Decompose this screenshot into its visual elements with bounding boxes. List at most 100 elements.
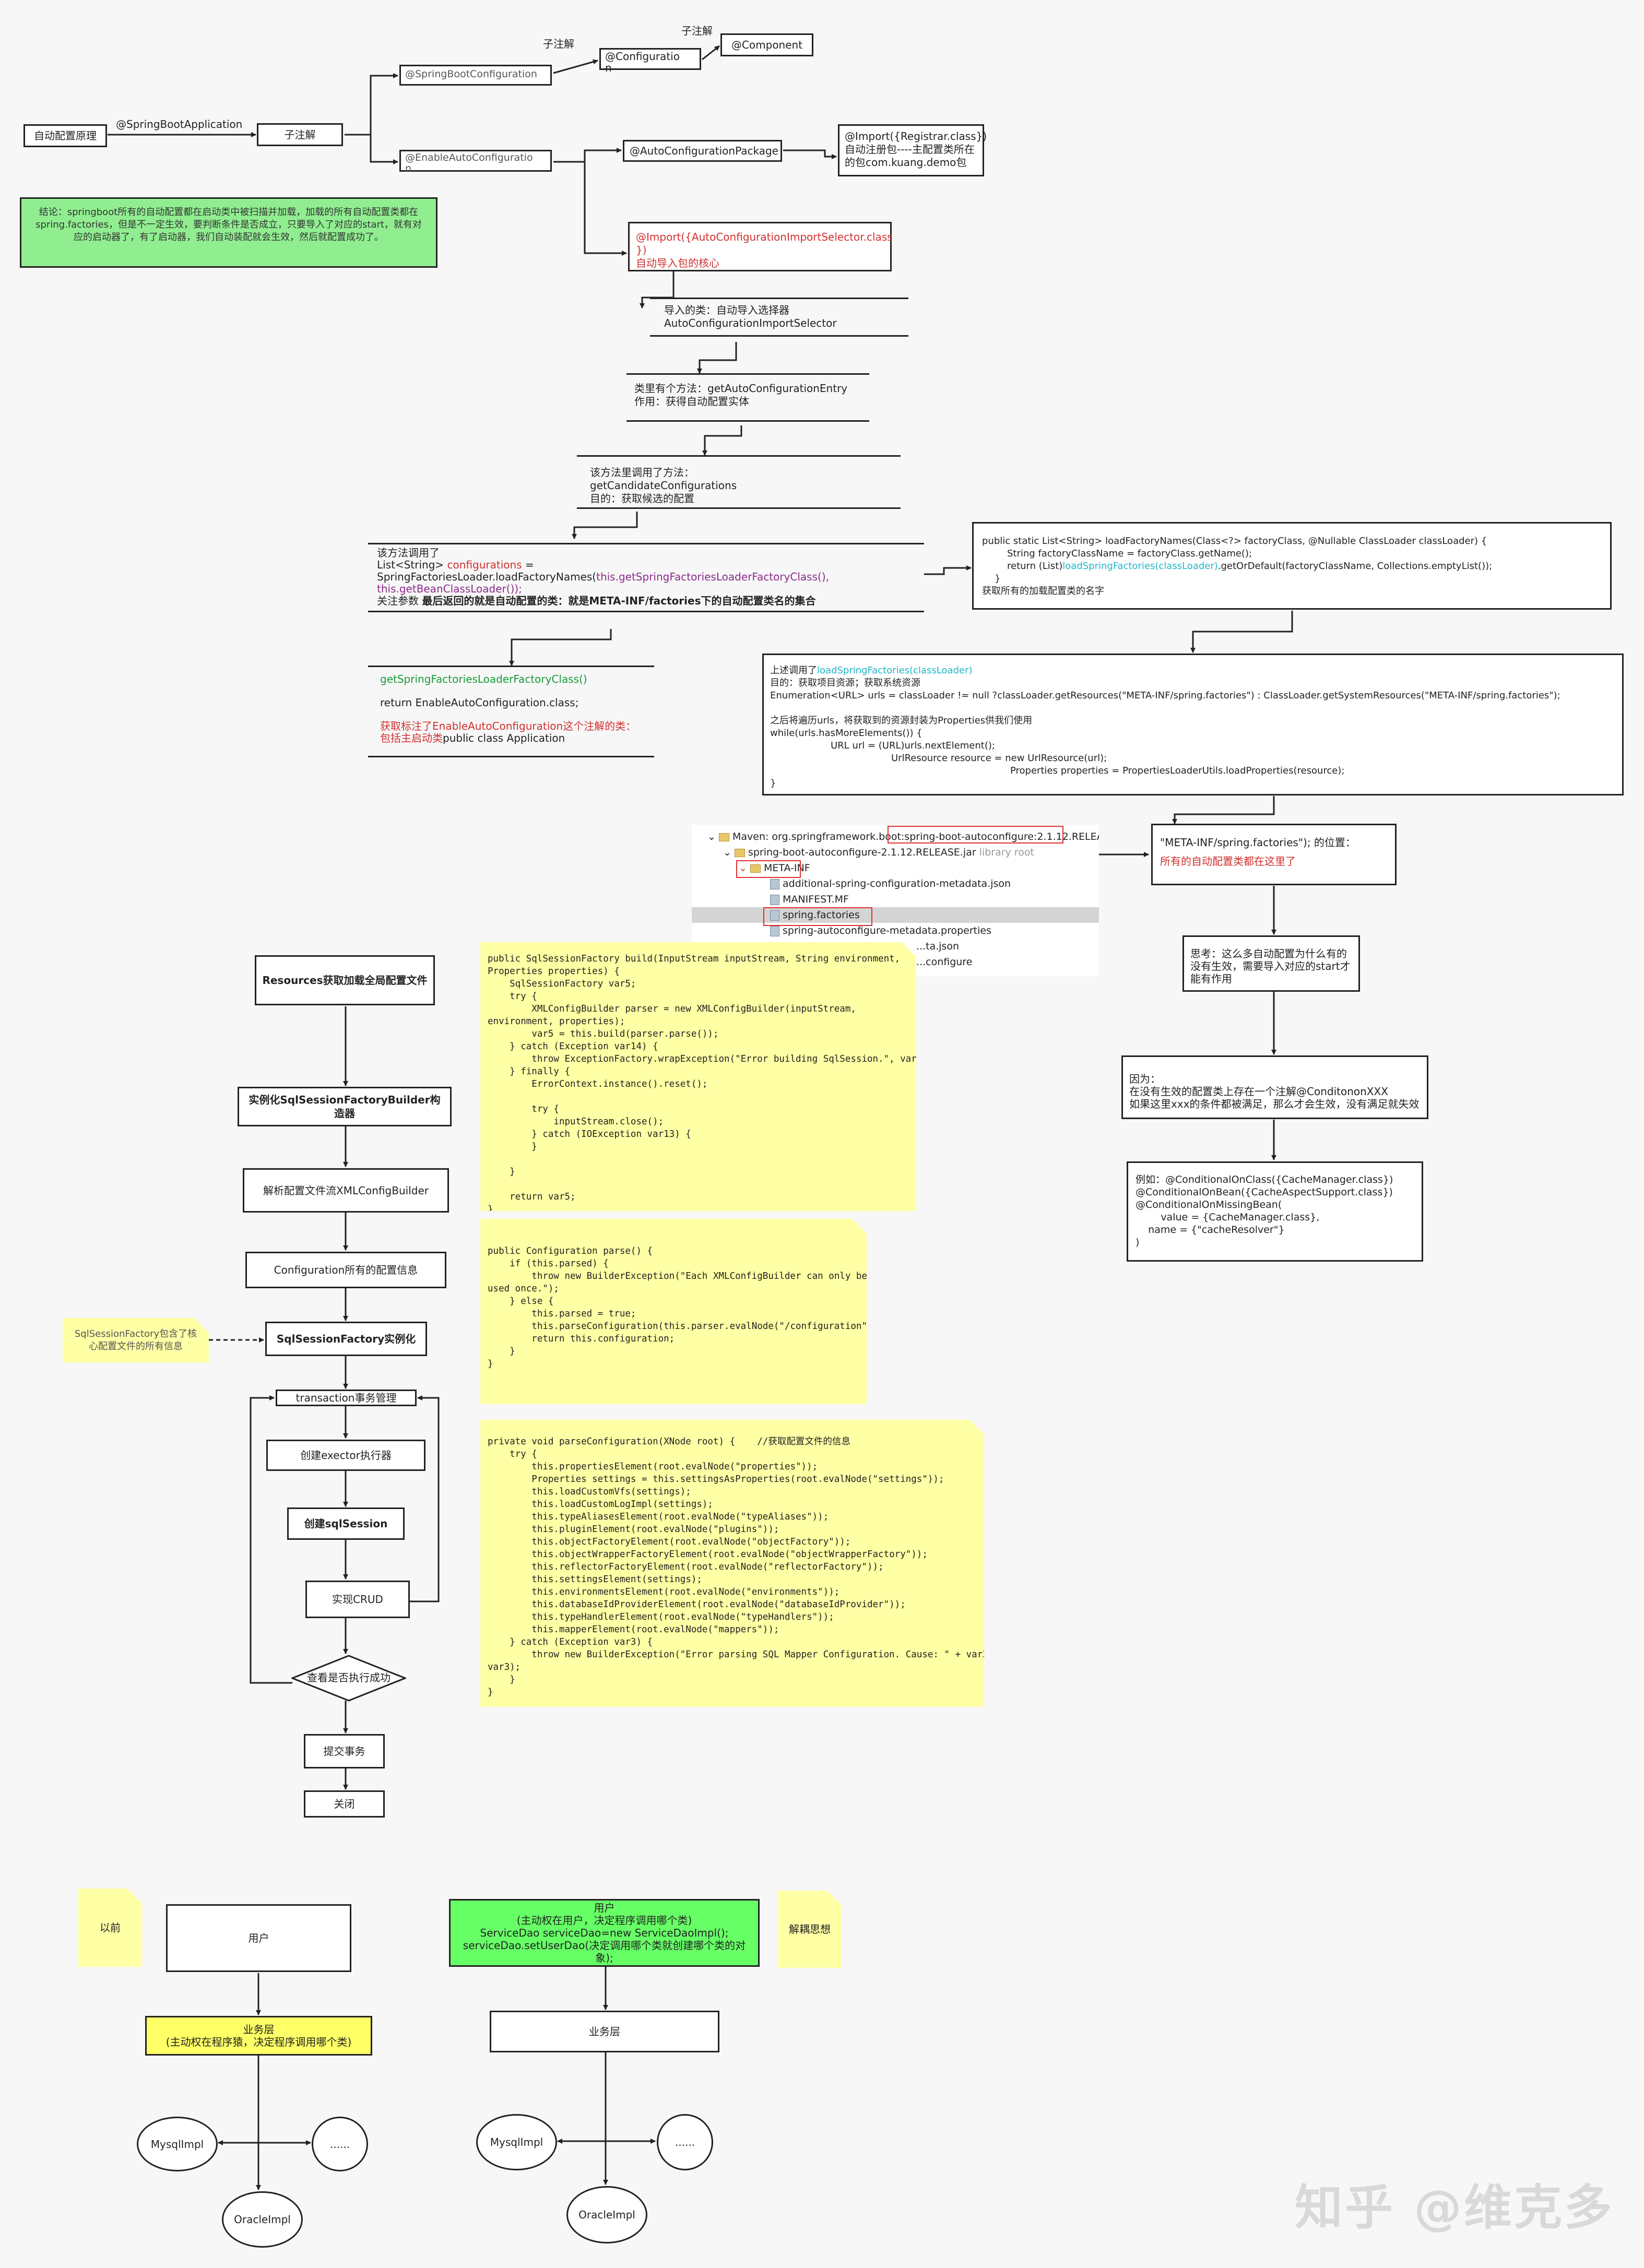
rule-imp3-top [577, 455, 901, 457]
tree-row-additional-json[interactable]: additional-spring-configuration-metadata… [770, 876, 1099, 892]
configuration-label-a: @Configuratio [605, 50, 680, 63]
highlight-autoconfigure [888, 826, 1063, 844]
before-tag-note: 以前 [78, 1889, 142, 1967]
tree-row-manifest[interactable]: MANIFEST.MF [770, 892, 1099, 907]
ioc1-oracleimpl: OracleImpl [222, 2191, 303, 2248]
rule-ret-bottom [368, 756, 654, 757]
lfn-line-2: String factoryClassName = factoryClass.g… [1007, 548, 1252, 559]
call-line-c1: SpringFactoriesLoader.loadFactoryNames( [377, 571, 597, 583]
import-reg-line-3: 的包com.kuang.demo包 [845, 156, 967, 169]
because-node: 因为： 在没有生效的配置类上存在一个注解@ConditononXXX 如果这里x… [1121, 1055, 1428, 1119]
mb-step-resources: Resources获取加载全局配置文件 [255, 955, 435, 1005]
tree-row-maven-label: Maven: org.springframework.boot:spring-b… [732, 831, 1099, 842]
meta-inf-location-node: "META-INF/spring.factories"); 的位置： 所有的自动… [1151, 824, 1397, 885]
springbootconfiguration-node: @SpringBootConfiguration [399, 65, 552, 86]
ioc2-business: 业务层 [490, 2011, 719, 2052]
tree-row-meta-inf[interactable]: ⌄ META-INF [739, 862, 810, 874]
imp1-line-b: AutoConfigurationImportSelector [664, 317, 837, 329]
import-registrar-node: @Import({Registrar.class}) 自动注册包----主配置类… [838, 124, 987, 176]
rule-imp1-bottom [650, 335, 908, 337]
eac-label-b: n [405, 163, 412, 174]
ioc2-user-line-d: serviceDao.setUserDao(决定调用哪个类就创建哪个类的对象); [463, 1939, 746, 1964]
mb-step-configuration: Configuration所有的配置信息 [245, 1252, 446, 1288]
tree-row-additional-label: additional-spring-configuration-metadata… [783, 878, 1011, 889]
ioc2-oracleimpl: OracleImpl [566, 2186, 647, 2243]
think-node: 思考：这么多自动配置为什么有的没有生效，需要导入对应的start才能有作用 [1182, 935, 1360, 992]
rule-call-top [368, 543, 924, 544]
mb-step-xmlconfigbuilder: 解析配置文件流XMLConfigBuilder [243, 1168, 449, 1213]
rule-imp1-top [650, 298, 908, 299]
configuration-node: @Configuratio n [599, 48, 701, 74]
call-line-b3: = [522, 559, 534, 571]
mb-step-sqlsession: 创建sqlSession [287, 1507, 405, 1540]
load-factory-call-text: 该方法调用了 List<String> configurations = Spr… [377, 547, 829, 607]
acp-label: @AutoConfigurationPackage [630, 145, 778, 157]
lsf-line-1a: 上述调用了 [770, 665, 817, 676]
ret-line: return EnableAutoConfiguration.class; [380, 696, 579, 709]
method-entry-text: 类里有个方法：getAutoConfigurationEntry 作用：获得自动… [634, 382, 847, 408]
component-node: @Component [720, 33, 813, 56]
mb-step-builder: 实例化SqlSessionFactoryBuilder构造器 [238, 1087, 452, 1126]
mb-step-transaction: transaction事务管理 [276, 1390, 417, 1406]
tree-row-jar[interactable]: ⌄ spring-boot-autoconfigure-2.1.12.RELEA… [723, 847, 1034, 858]
mb-step-close: 关闭 [304, 1790, 385, 1818]
ioc1-user: 用户 [166, 1904, 351, 1972]
import-sel-line-2: }) [636, 244, 647, 256]
edge-label-springbootapplication: @SpringBootApplication [116, 118, 243, 130]
imp3-line-a: 该方法里调用了方法： [590, 466, 694, 479]
tree-row-jar-label: spring-boot-autoconfigure-2.1.12.RELEASE… [748, 847, 976, 858]
ioc1-mysqlimpl: MysqlImpl [137, 2117, 218, 2171]
zhihu-watermark: 知乎 @维克多 [1295, 2180, 1615, 2236]
lsf-line-4: 之后将遍历urls，将获取到的资源封装为Properties供我们使用 [770, 715, 1033, 726]
call-line-e2: 最后返回的就是自动配置的类：就是META-INF/factories下的自动配置… [422, 595, 816, 607]
enableautoconfiguration-node: @EnableAutoConfiguratio n [399, 150, 552, 174]
meta-line-1: "META-INF/spring.factories"); 的位置： [1160, 836, 1356, 849]
mb-step-executor: 创建exector执行器 [266, 1440, 425, 1471]
tree-row-maven[interactable]: ⌄ Maven: org.springframework.boot:spring… [707, 829, 1099, 845]
ioc2-user-line-c: ServiceDao serviceDao=new ServiceDaoImpl… [480, 1927, 729, 1939]
imp2-line-a: 类里有个方法：getAutoConfigurationEntry [634, 382, 848, 395]
meta-line-2: 所有的自动配置类都在这里了 [1160, 855, 1296, 868]
tree-row-configure-label: ...configure [916, 956, 973, 968]
sub-annotation-label-3: 子注解 [681, 25, 713, 37]
import-reg-line-2: 自动注册包----主配置类所在 [845, 143, 975, 156]
mb-step-crud: 实现CRUD [305, 1581, 410, 1618]
imp2-line-b: 作用：获得自动配置实体 [634, 395, 749, 408]
lfn-line-3b: loadSpringFactories(classLoader) [1062, 561, 1218, 572]
tree-row-configure-partial[interactable]: ...configure [916, 954, 1099, 970]
return-class-text: getSpringFactoriesLoaderFactoryClass() r… [380, 673, 636, 744]
lsf-line-1b: loadSpringFactories(classLoader) [817, 665, 973, 676]
ioc1-dots: ...... [312, 2117, 368, 2171]
ioc2-user: 用户 (主动权在用户，决定程序调用哪个类) ServiceDao service… [449, 1899, 760, 1967]
tree-row-jar-tag: library root [979, 847, 1034, 858]
lsf-line-6: URL url = (URL)urls.nextElement(); [831, 740, 995, 751]
ret-note-line-1: 获取标注了EnableAutoConfiguration这个注解的类： [380, 720, 636, 732]
sub-annotation-label-2: 子注解 [543, 38, 574, 50]
rule-call-bottom [368, 611, 924, 612]
call-line-b1: List<String> [377, 559, 447, 571]
decouple-tag-note: 解耦思想 [778, 1891, 842, 1968]
call-line-c2: this.getSpringFactoriesLoaderFactoryClas… [596, 571, 829, 583]
lsf-line-5: while(urls.hasMoreElements()) { [770, 728, 922, 739]
ioc1-business: 业务层 (主动权在程序猿，决定程序调用哪个类) [145, 2016, 372, 2056]
import-sel-line-3: 自动导入包的核心 [636, 257, 719, 269]
ret-note-line-2b: public class Application [443, 732, 565, 744]
tree-row-props-label: spring-autoconfigure-metadata.properties [783, 925, 991, 936]
autoconfigurationpackage-node: @AutoConfigurationPackage [623, 140, 782, 162]
import-selector-node: @Import({AutoConfigurationImportSelector… [628, 222, 893, 271]
call-line-b2: configurations [447, 559, 522, 571]
tree-row-spring-factories[interactable]: spring.factories [692, 907, 1099, 923]
ioc2-user-line-a: 用户 [594, 1902, 615, 1914]
tree-row-json-partial[interactable]: ...ta.json [916, 939, 1099, 954]
candidate-config-text: 该方法里调用了方法： getCandidateConfigurations 目的… [590, 466, 737, 505]
imp3-line-c: 目的：获取候选的配置 [590, 492, 694, 505]
rule-imp2-bottom [626, 420, 869, 422]
call-line-e1: 关注参数 [377, 595, 422, 607]
tree-row-metadata-properties[interactable]: spring-autoconfigure-metadata.properties [770, 923, 1099, 939]
tree-row-meta-label: META-INF [763, 862, 810, 874]
highlight-meta-inf [736, 860, 801, 878]
lsf-line-8: Properties properties = PropertiesLoader… [1010, 765, 1345, 776]
lfn-line-1: public static List<String> loadFactoryNa… [982, 536, 1487, 547]
sub-annotation-node: 子注解 [257, 123, 343, 146]
